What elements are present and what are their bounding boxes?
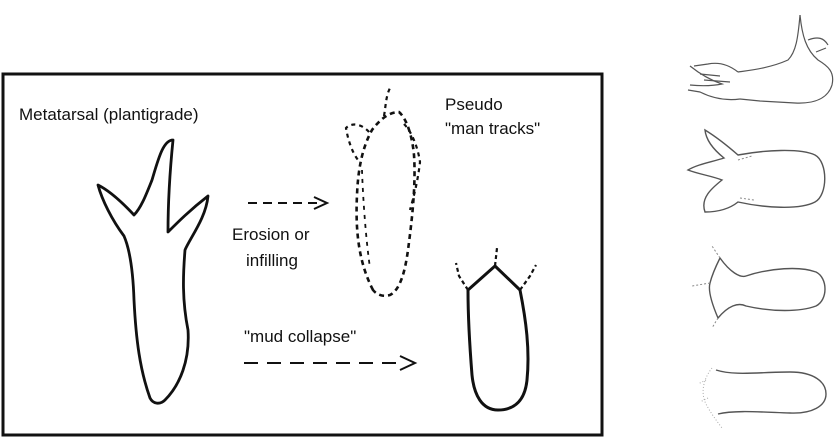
erosion-label: Erosion or: [232, 225, 310, 244]
infilling-label: infilling: [246, 251, 298, 270]
faint-toe-print-speckle: [698, 368, 722, 428]
blunted-toe-print-toe-lines: [692, 246, 720, 328]
three-toe-print-heel-line: [738, 156, 754, 200]
metatarsal-label: Metatarsal (plantigrade): [19, 105, 199, 124]
three-toe-print: [688, 130, 825, 212]
faint-toe-print: [716, 370, 826, 414]
pseudo-label: Pseudo: [445, 95, 503, 114]
mud-collapse-label: "mud collapse": [244, 327, 356, 346]
blunted-toe-print: [709, 258, 825, 318]
man-tracks-label: "man tracks": [445, 119, 540, 138]
dinosaur-foot-sketch: [688, 15, 833, 103]
